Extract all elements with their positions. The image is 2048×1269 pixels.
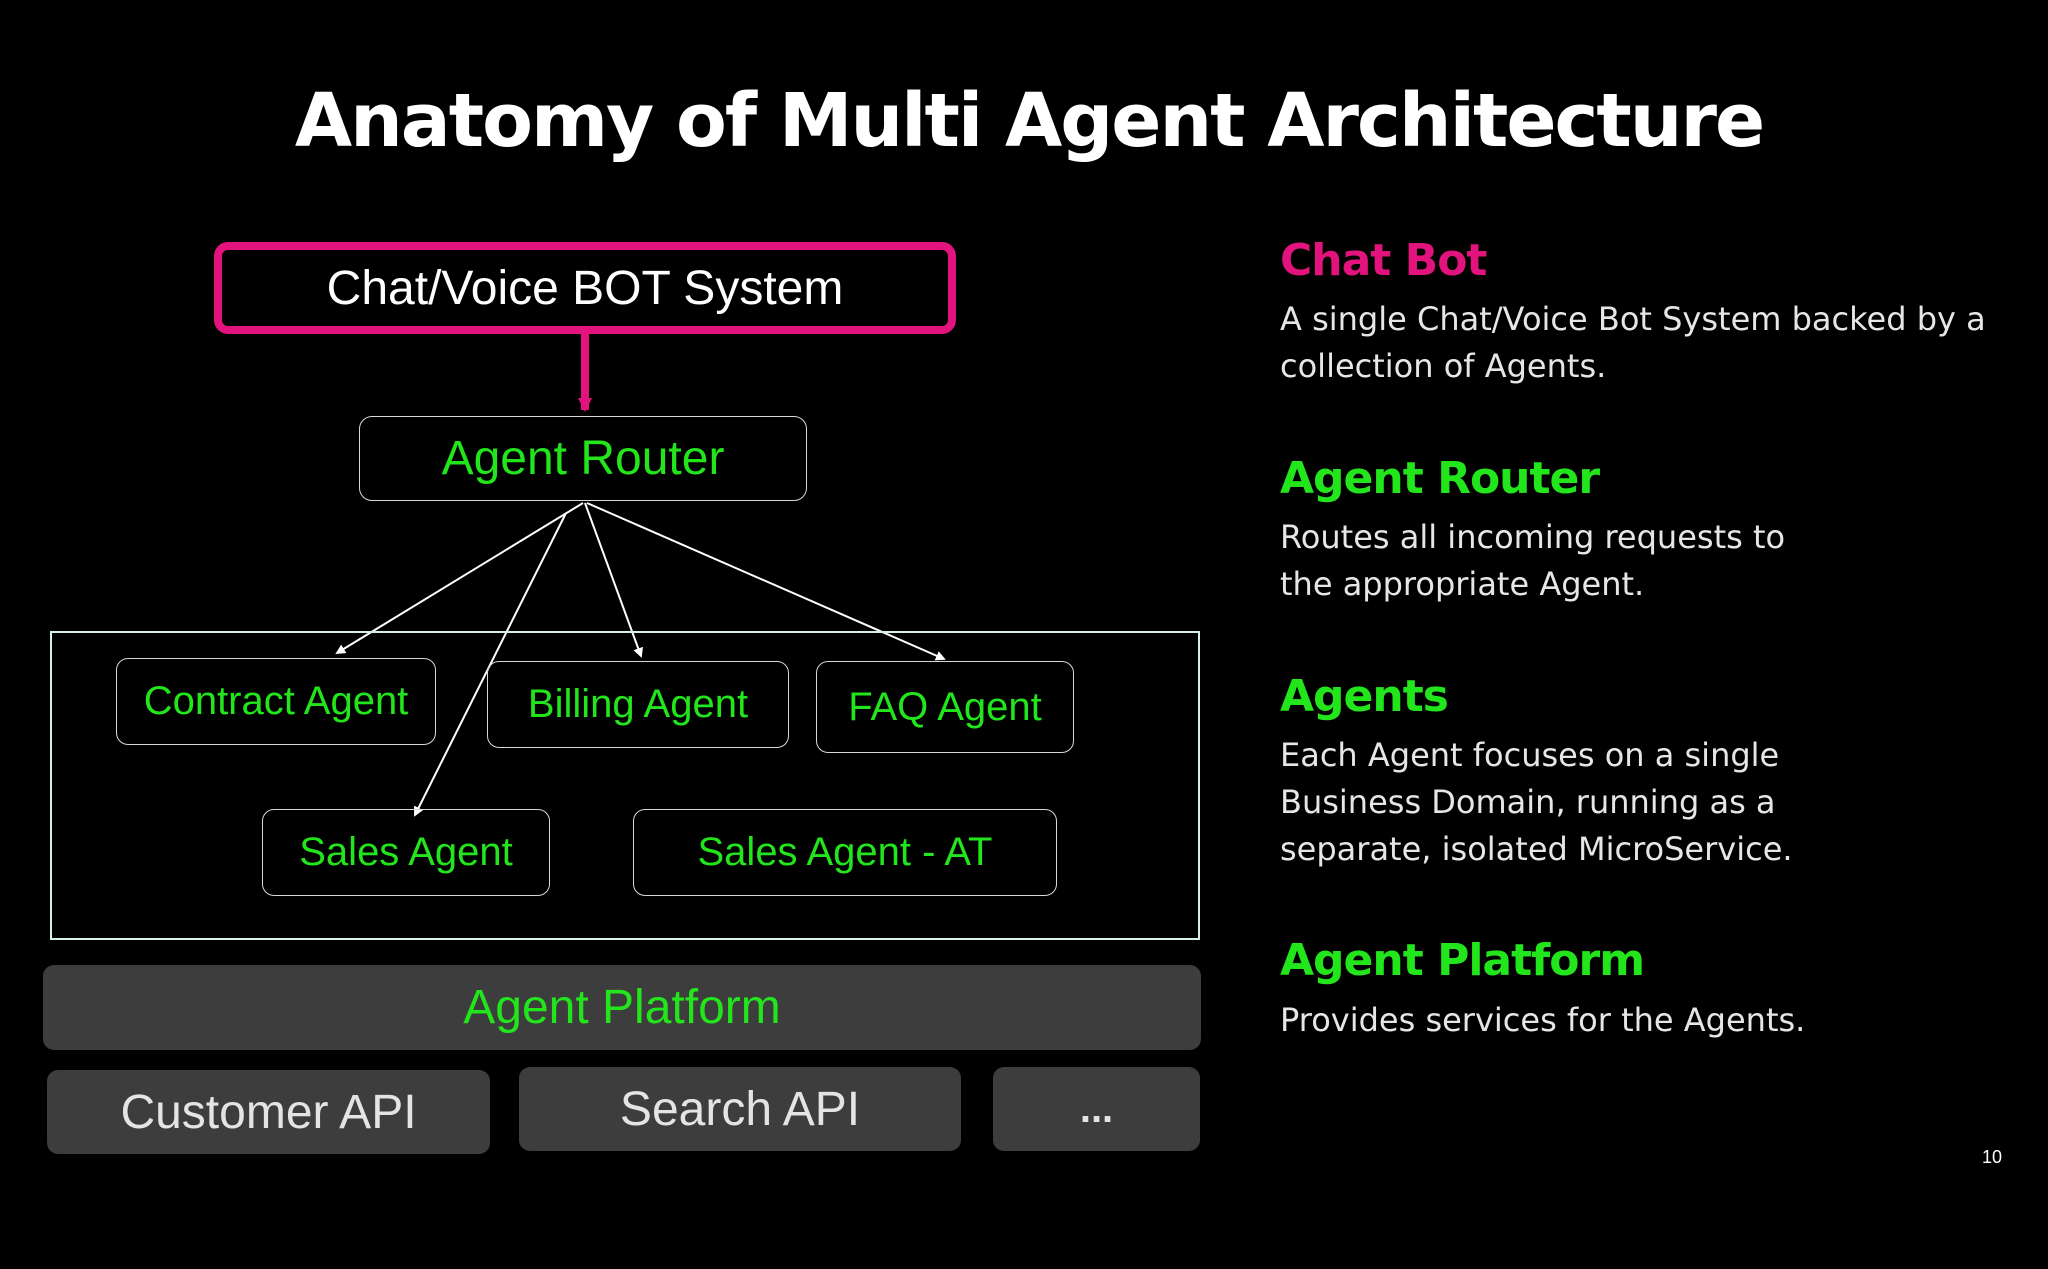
contract-agent-box: Contract Agent <box>116 658 436 745</box>
legend-agent-router-heading: Agent Router <box>1280 453 1600 504</box>
legend-agents-heading: Agents <box>1280 671 1449 722</box>
billing-agent-box: Billing Agent <box>487 661 789 748</box>
search-api-box: Search API <box>519 1067 961 1151</box>
legend-agent-platform-heading: Agent Platform <box>1280 935 1645 986</box>
customer-api-box: Customer API <box>47 1070 490 1154</box>
more-apis-box: ... <box>993 1067 1200 1151</box>
sales-agent-at-box: Sales Agent - AT <box>633 809 1057 896</box>
legend-chat-bot-text: A single Chat/Voice Bot System backed by… <box>1280 300 1986 385</box>
agent-router-box: Agent Router <box>359 416 807 501</box>
router-to-billing-arrow <box>584 502 643 658</box>
agents-group <box>50 631 1200 940</box>
router-to-contract-arrow <box>335 502 584 655</box>
legend-agents-text: Each Agent focuses on a single Business … <box>1280 736 1793 868</box>
chat-voice-bot-system-box: Chat/Voice BOT System <box>214 242 956 334</box>
router-to-faq-arrow <box>586 502 946 661</box>
legend-agent-platform-text: Provides services for the Agents. <box>1280 1001 1806 1039</box>
slide-title: Anatomy of Multi Agent Architecture <box>294 78 1765 164</box>
faq-agent-box: FAQ Agent <box>816 661 1074 753</box>
sales-agent-box: Sales Agent <box>262 809 550 896</box>
legend-agent-router-text: Routes all incoming requests to the appr… <box>1280 518 1786 603</box>
page-number: 10 <box>1982 1147 2003 1167</box>
legend-chat-bot-heading: Chat Bot <box>1280 235 1487 286</box>
agent-platform-bar: Agent Platform <box>43 965 1201 1050</box>
